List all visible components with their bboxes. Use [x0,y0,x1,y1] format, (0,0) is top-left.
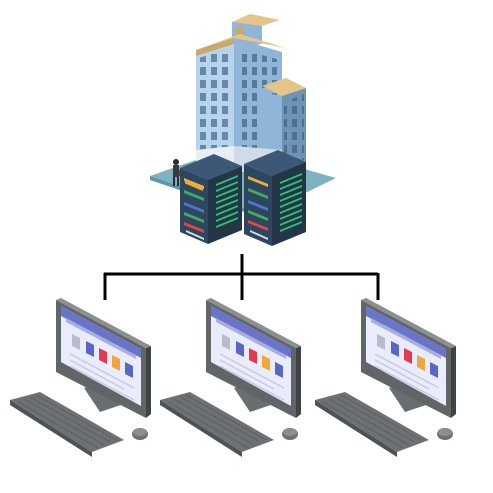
desktop-computer-icon [314,297,457,458]
desktop-computer-icon [159,297,302,458]
office-building-icon [196,14,306,178]
server-rack-icon [180,154,242,244]
desktop-computer-icon [9,297,152,458]
server-rack-icon [244,150,306,246]
data-center-hub [150,14,336,246]
network-connector [103,254,380,300]
